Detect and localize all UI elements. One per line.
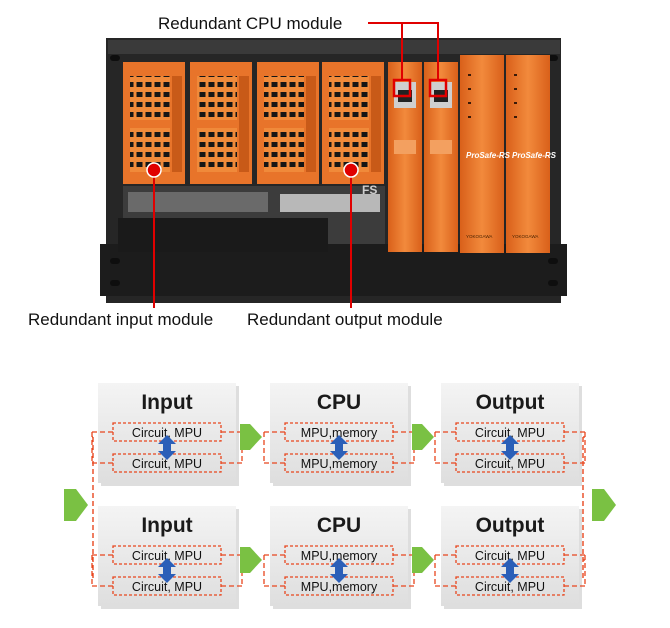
block-input [98,383,236,483]
block-title: Input [141,514,192,537]
green-arrow [240,424,262,450]
sub-box-label: Circuit, MPU [475,580,545,594]
sub-box-label: Circuit, MPU [132,457,202,471]
block-title: Input [141,391,192,414]
green-arrow-in [64,489,88,521]
block-title: CPU [317,391,361,414]
green-arrow [240,547,262,573]
block-title: CPU [317,514,361,537]
maker-label-2: YOKOGAWA [512,234,538,239]
sub-box-label: Circuit, MPU [132,580,202,594]
label-redundant-input: Redundant input module [28,310,214,329]
brand-label-2: ProSafe-RS [512,151,557,160]
maker-label-1: YOKOGAWA [466,234,492,239]
sub-box-label: Circuit, MPU [475,549,545,563]
block-cpu [270,506,408,606]
double-arrow-icon [158,435,176,460]
block-cpu [270,383,408,483]
block-input [98,506,236,606]
callout-lines [153,22,439,308]
sub-box-label: MPU,memory [301,549,378,563]
green-arrow-out [592,489,616,521]
green-arrow [412,547,434,573]
io-modules [123,62,384,184]
double-arrow-icon [501,558,519,583]
brand-label-1: ProSafe-RS [466,151,511,160]
block-title: Output [476,391,545,414]
sub-box-label: Circuit, MPU [132,549,202,563]
block-output [441,383,579,483]
double-arrow-icon [158,558,176,583]
power-modules: ProSafe-RS ProSafe-RS YOKOGAWA YOKOGAWA [460,55,557,253]
label-redundant-output: Redundant output module [247,310,443,329]
sub-box-label: MPU,memory [301,457,378,471]
green-arrow [412,424,434,450]
sub-box-label: Circuit, MPU [132,426,202,440]
sub-box-label: Circuit, MPU [475,457,545,471]
sub-box-label: MPU,memory [301,580,378,594]
rack-mark: FS [362,183,377,197]
block-title: Output [476,514,545,537]
sub-box-label: Circuit, MPU [475,426,545,440]
sub-box-label: MPU,memory [301,426,378,440]
rack-screw-holes [110,55,558,286]
double-arrow-icon [330,558,348,583]
block-output [441,506,579,606]
callout-markers [146,78,448,178]
double-arrow-icon [501,435,519,460]
double-arrow-icon [330,435,348,460]
label-redundant-cpu: Redundant CPU module [158,14,343,33]
